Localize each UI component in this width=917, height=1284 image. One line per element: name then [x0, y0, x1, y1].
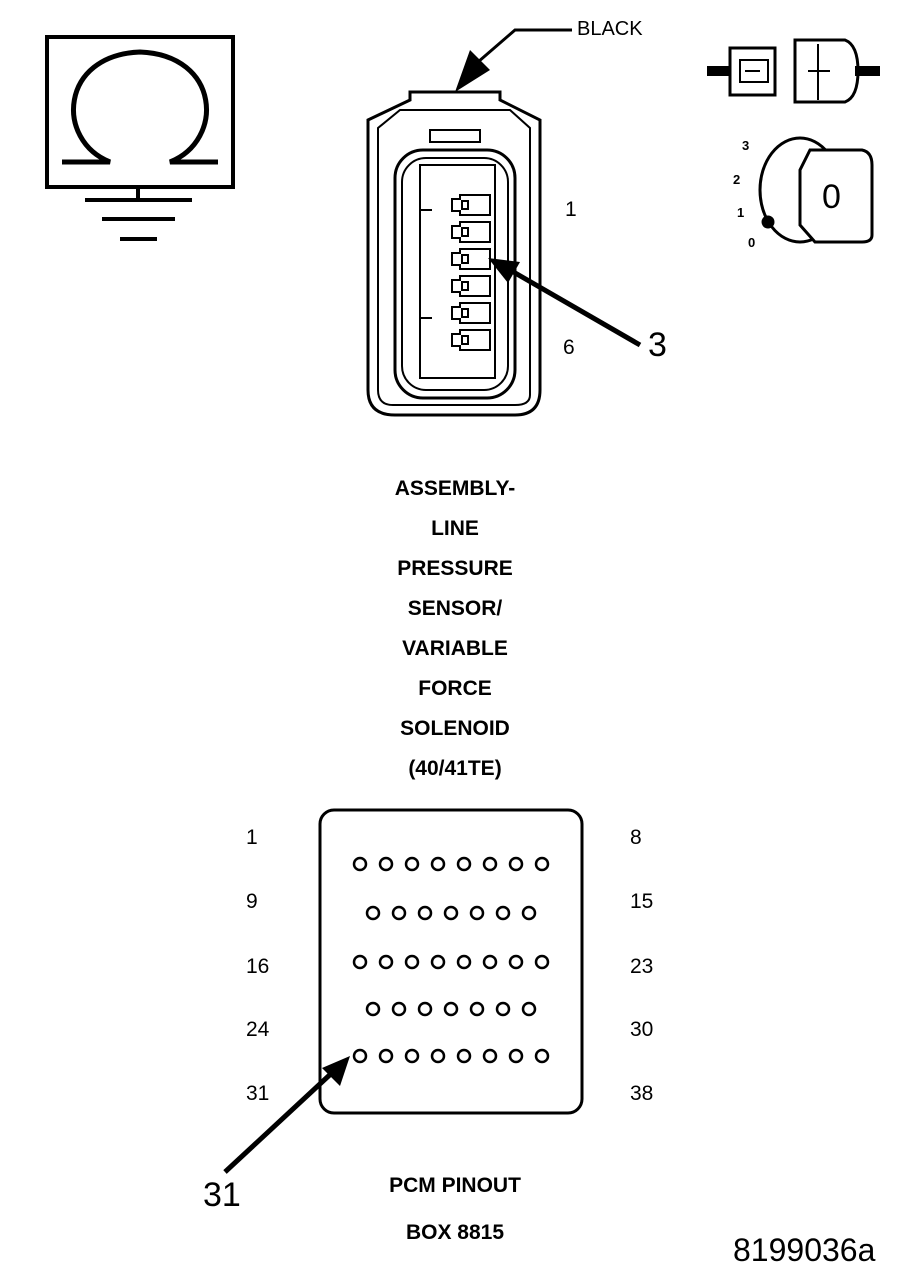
pcm-pin	[508, 954, 524, 970]
pcm-pin	[456, 954, 472, 970]
pcm-row-left-label: 1	[246, 826, 258, 849]
key-position-2: 2	[733, 172, 741, 187]
pcm-pin	[482, 954, 498, 970]
connector-terminal	[451, 248, 491, 270]
pcm-row-left-label: 31	[246, 1082, 270, 1105]
black-color-arrow	[455, 28, 572, 92]
connector-terminal	[451, 221, 491, 243]
callout-31-arrow	[223, 1056, 350, 1174]
connector-title-line: FORCE	[418, 677, 492, 700]
pcm-pin	[469, 1001, 485, 1017]
pcm-pin	[391, 905, 407, 921]
connector-terminal	[451, 275, 491, 297]
pcm-pin	[534, 856, 550, 872]
pcm-pin	[417, 1001, 433, 1017]
pcm-pin	[417, 905, 433, 921]
pcm-pinout-box	[318, 808, 584, 1115]
pcm-row-right-label: 38	[630, 1082, 654, 1105]
connector-terminal-slot	[461, 200, 469, 210]
pcm-pin	[508, 1048, 524, 1064]
pcm-pin	[443, 1001, 459, 1017]
pcm-pin	[352, 954, 368, 970]
pcm-pin	[404, 954, 420, 970]
pcm-pin	[365, 905, 381, 921]
ohmmeter-icon	[45, 35, 235, 241]
pcm-pin	[378, 856, 394, 872]
pcm-pin	[430, 954, 446, 970]
connector-title-line: (40/41TE)	[408, 757, 502, 780]
pcm-pin	[482, 856, 498, 872]
connector-terminal	[451, 194, 491, 216]
pcm-row-left-label: 16	[246, 955, 270, 978]
connector-title-line: VARIABLE	[402, 637, 508, 660]
connector-title-line: LINE	[431, 517, 479, 540]
pcm-pin	[443, 905, 459, 921]
pcm-row-left-label: 9	[246, 890, 258, 913]
connector-terminal-slot	[461, 308, 469, 318]
pcm-pin	[508, 856, 524, 872]
key-position-0: 0	[748, 235, 756, 250]
pcm-row-right-label: 23	[630, 955, 654, 978]
key-position-1: 1	[737, 205, 745, 220]
ignition-key-icon	[707, 38, 880, 244]
pcm-row-right-label: 8	[630, 826, 642, 849]
connector-title-line: ASSEMBLY-	[394, 477, 516, 500]
pcm-pin	[521, 905, 537, 921]
pcm-pin	[430, 1048, 446, 1064]
pcm-pin	[430, 856, 446, 872]
connector-terminal	[451, 329, 491, 351]
connector-terminal-slot	[461, 254, 469, 264]
pcm-row-right-label: 30	[630, 1018, 654, 1041]
connector-title-line: PRESSURE	[397, 557, 513, 580]
connector-pin-6-label: 6	[563, 336, 575, 359]
pcm-pin	[534, 954, 550, 970]
connector-terminal-slot	[461, 281, 469, 291]
pcm-pin	[352, 1048, 368, 1064]
pcm-row-right-label: 15	[630, 890, 654, 913]
pcm-pin	[456, 1048, 472, 1064]
pcm-pin	[456, 856, 472, 872]
pcm-pin	[352, 856, 368, 872]
black-color-label: BLACK	[577, 18, 643, 40]
figure-id: 8199036a	[733, 1232, 876, 1268]
pcm-pin	[469, 905, 485, 921]
pcm-pin	[495, 905, 511, 921]
pcm-row-left-label: 24	[246, 1018, 270, 1041]
connector-terminal-slot	[461, 227, 469, 237]
pcm-pin	[534, 1048, 550, 1064]
callout-3-arrow	[488, 258, 642, 348]
pcm-pin	[378, 954, 394, 970]
connector-terminal-slot	[461, 335, 469, 345]
connector-pin-1-label: 1	[565, 198, 577, 221]
pcm-title-line: BOX 8815	[405, 1221, 505, 1244]
pcm-pin	[391, 1001, 407, 1017]
key-label: 0	[822, 178, 841, 216]
pcm-title-line: PCM PINOUT	[389, 1174, 521, 1197]
pcm-pin	[482, 1048, 498, 1064]
pcm-pin	[495, 1001, 511, 1017]
connector-drawing	[366, 90, 542, 417]
pcm-pin	[378, 1048, 394, 1064]
pcm-pin	[521, 1001, 537, 1017]
key-position-3: 3	[742, 138, 750, 153]
pcm-pin	[365, 1001, 381, 1017]
callout-31-label: 31	[203, 1176, 241, 1214]
pcm-pin	[404, 1048, 420, 1064]
callout-3-label: 3	[648, 326, 667, 364]
pcm-pin	[404, 856, 420, 872]
connector-terminal	[451, 302, 491, 324]
connector-title-line: SOLENOID	[400, 717, 510, 740]
connector-title-line: SENSOR/	[407, 597, 503, 620]
